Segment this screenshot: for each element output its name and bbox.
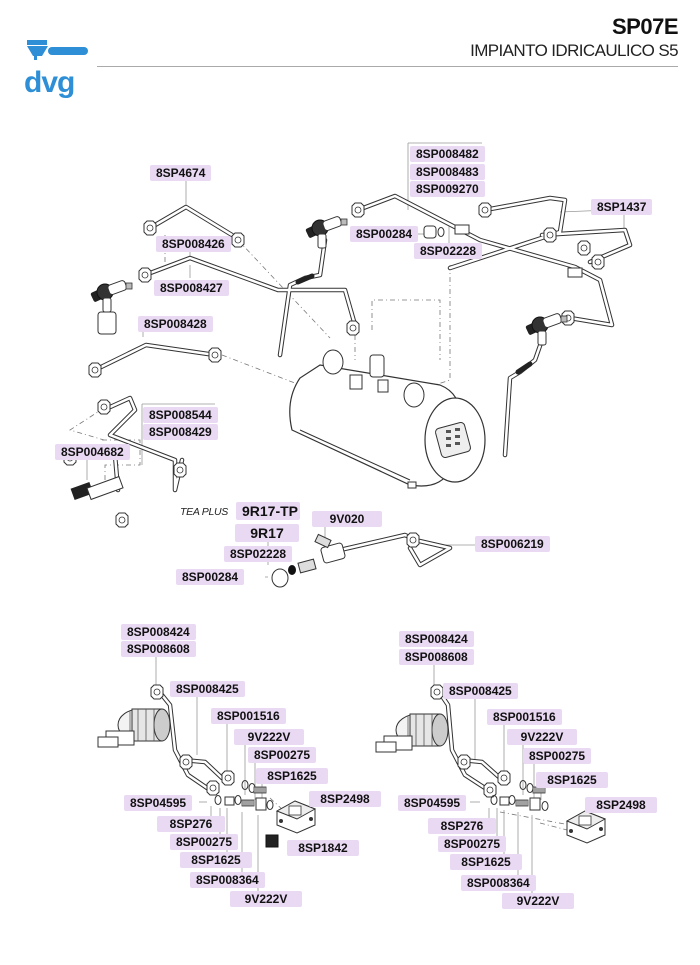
part-label-8sp2498-left[interactable]: 8SP2498 [309,791,381,807]
valve-assemblies [70,215,568,501]
diagram-title: IMPIANTO IDRICAULICO S5 [470,41,678,60]
tea-tap-parts [271,533,346,588]
part-label-8sp2498-right[interactable]: 8SP2498 [585,797,657,813]
part-label-8sp1437[interactable]: 8SP1437 [591,199,653,215]
part-label-8sp008364-left[interactable]: 8SP008364 [190,872,265,888]
part-label-8sp1625-a-right[interactable]: 8SP1625 [536,772,608,788]
part-label-8sp008608-left[interactable]: 8SP008608 [121,641,196,657]
part-label-8sp276-right[interactable]: 8SP276 [428,818,496,834]
part-label-8sp02228-tea[interactable]: 8SP02228 [224,546,293,562]
part-label-8sp008608-right[interactable]: 8SP008608 [399,649,474,665]
part-label-8sp008427[interactable]: 8SP008427 [154,280,229,296]
part-label-8sp008424-left[interactable]: 8SP008424 [121,624,196,640]
part-label-8sp1625-b-left[interactable]: 8SP1625 [180,852,252,868]
part-label-8sp02228-top[interactable]: 8SP02228 [414,243,483,259]
part-label-8sp00275-b-left[interactable]: 8SP00275 [170,834,239,850]
part-label-8sp008425-left[interactable]: 8SP008425 [170,681,245,697]
part-label-8sp1625-b-right[interactable]: 8SP1625 [450,854,522,870]
part-label-9v222v-b-right[interactable]: 9V222V [502,893,574,909]
part-label-8sp00284-tea[interactable]: 8SP00284 [176,569,245,585]
part-label-8sp008364-right[interactable]: 8SP008364 [461,875,536,891]
part-label-8sp276-left[interactable]: 8SP276 [157,816,225,832]
part-label-8sp00275-a-left[interactable]: 8SP00275 [248,747,317,763]
tea-plus-caption: TEA PLUS [180,506,228,518]
part-label-8sp04595-right[interactable]: 8SP04595 [398,795,467,811]
part-label-9v020[interactable]: 9V020 [312,511,382,527]
part-label-8sp004682[interactable]: 8SP004682 [55,444,130,460]
dvg-logo: dvg [24,40,88,99]
part-label-8sp008428[interactable]: 8SP008428 [138,316,213,332]
part-label-8sp008483[interactable]: 8SP008483 [410,164,485,180]
part-label-8sp008424-right[interactable]: 8SP008424 [399,631,474,647]
part-label-9v222v-a-right[interactable]: 9V222V [507,729,577,745]
fittings [63,202,605,798]
svg-text:dvg: dvg [24,66,74,99]
part-label-8sp4674[interactable]: 8SP4674 [150,165,212,181]
part-label-9r17[interactable]: 9R17 [235,524,299,542]
part-label-8sp00275-b-right[interactable]: 8SP00275 [438,836,507,852]
part-label-8sp008425-right[interactable]: 8SP008425 [443,683,518,699]
diagram-code: SP07E [612,14,679,39]
part-label-8sp006219[interactable]: 8SP006219 [475,536,550,552]
part-label-8sp1625-a-left[interactable]: 8SP1625 [256,768,328,784]
part-label-8sp001516-left[interactable]: 8SP001516 [211,708,286,724]
part-label-8sp008482[interactable]: 8SP008482 [410,146,485,162]
part-label-8sp1842-left[interactable]: 8SP1842 [287,840,359,856]
pump-assemblies [97,708,606,848]
part-label-8sp001516-right[interactable]: 8SP001516 [487,709,562,725]
part-label-9v222v-a-left[interactable]: 9V222V [234,729,304,745]
part-label-9v222v-b-left[interactable]: 9V222V [230,891,302,907]
part-label-8sp008429[interactable]: 8SP008429 [143,424,218,440]
part-label-8sp04595-left[interactable]: 8SP04595 [124,795,193,811]
part-label-8sp00275-a-right[interactable]: 8SP00275 [523,748,592,764]
boiler [289,349,486,489]
part-label-9r17-tp[interactable]: 9R17-TP [236,502,300,520]
part-label-8sp009270[interactable]: 8SP009270 [410,181,485,197]
part-label-8sp008544[interactable]: 8SP008544 [143,407,218,423]
part-label-8sp00284-top[interactable]: 8SP00284 [350,226,419,242]
part-label-8sp008426[interactable]: 8SP008426 [156,236,231,252]
header-divider [97,66,678,67]
